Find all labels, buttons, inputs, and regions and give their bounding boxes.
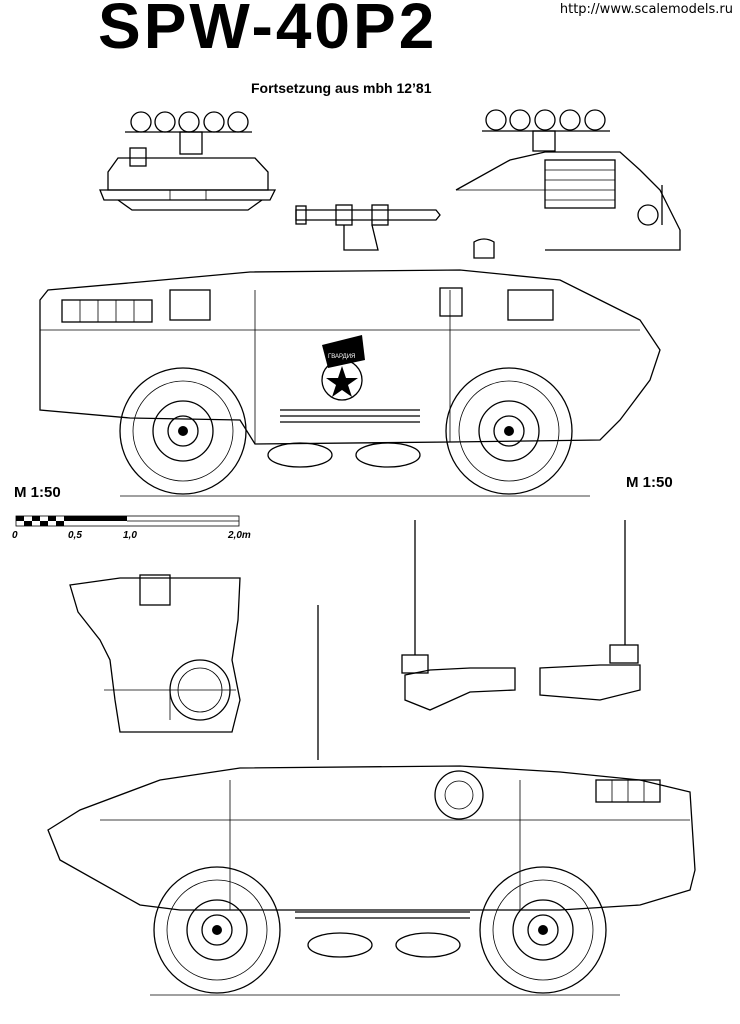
scale-tick-05: 0,5 xyxy=(68,530,82,541)
scale-label-left: M 1:50 xyxy=(14,484,61,501)
scale-tick-0: 0 xyxy=(12,530,18,541)
page-title: SPW-40P2 xyxy=(98,0,438,62)
wheel-icon xyxy=(153,866,281,994)
emblem-text: ГВАРДИЯ xyxy=(328,354,355,360)
wheel-icon xyxy=(479,866,607,994)
rear-view-launcher xyxy=(455,109,681,251)
front-view-launcher xyxy=(99,111,277,211)
side-view-vehicle-left xyxy=(47,605,696,958)
scale-bar xyxy=(15,515,240,527)
guards-emblem-icon xyxy=(321,335,365,401)
scale-tick-10: 1,0 xyxy=(123,530,137,541)
antenna-icon xyxy=(401,520,641,711)
watermark-url[interactable]: http://www.scalemodels.ru xyxy=(556,2,736,17)
scale-tick-20: 2,0m xyxy=(228,530,251,541)
detail-view-hatch xyxy=(69,574,241,733)
wheel-icon xyxy=(445,367,573,495)
wheel-icon xyxy=(119,367,247,495)
scale-label-right: M 1:50 xyxy=(626,474,673,491)
side-view-vehicle-right xyxy=(39,204,661,468)
subtitle: Fortsetzung aus mbh 12’81 xyxy=(251,80,432,96)
